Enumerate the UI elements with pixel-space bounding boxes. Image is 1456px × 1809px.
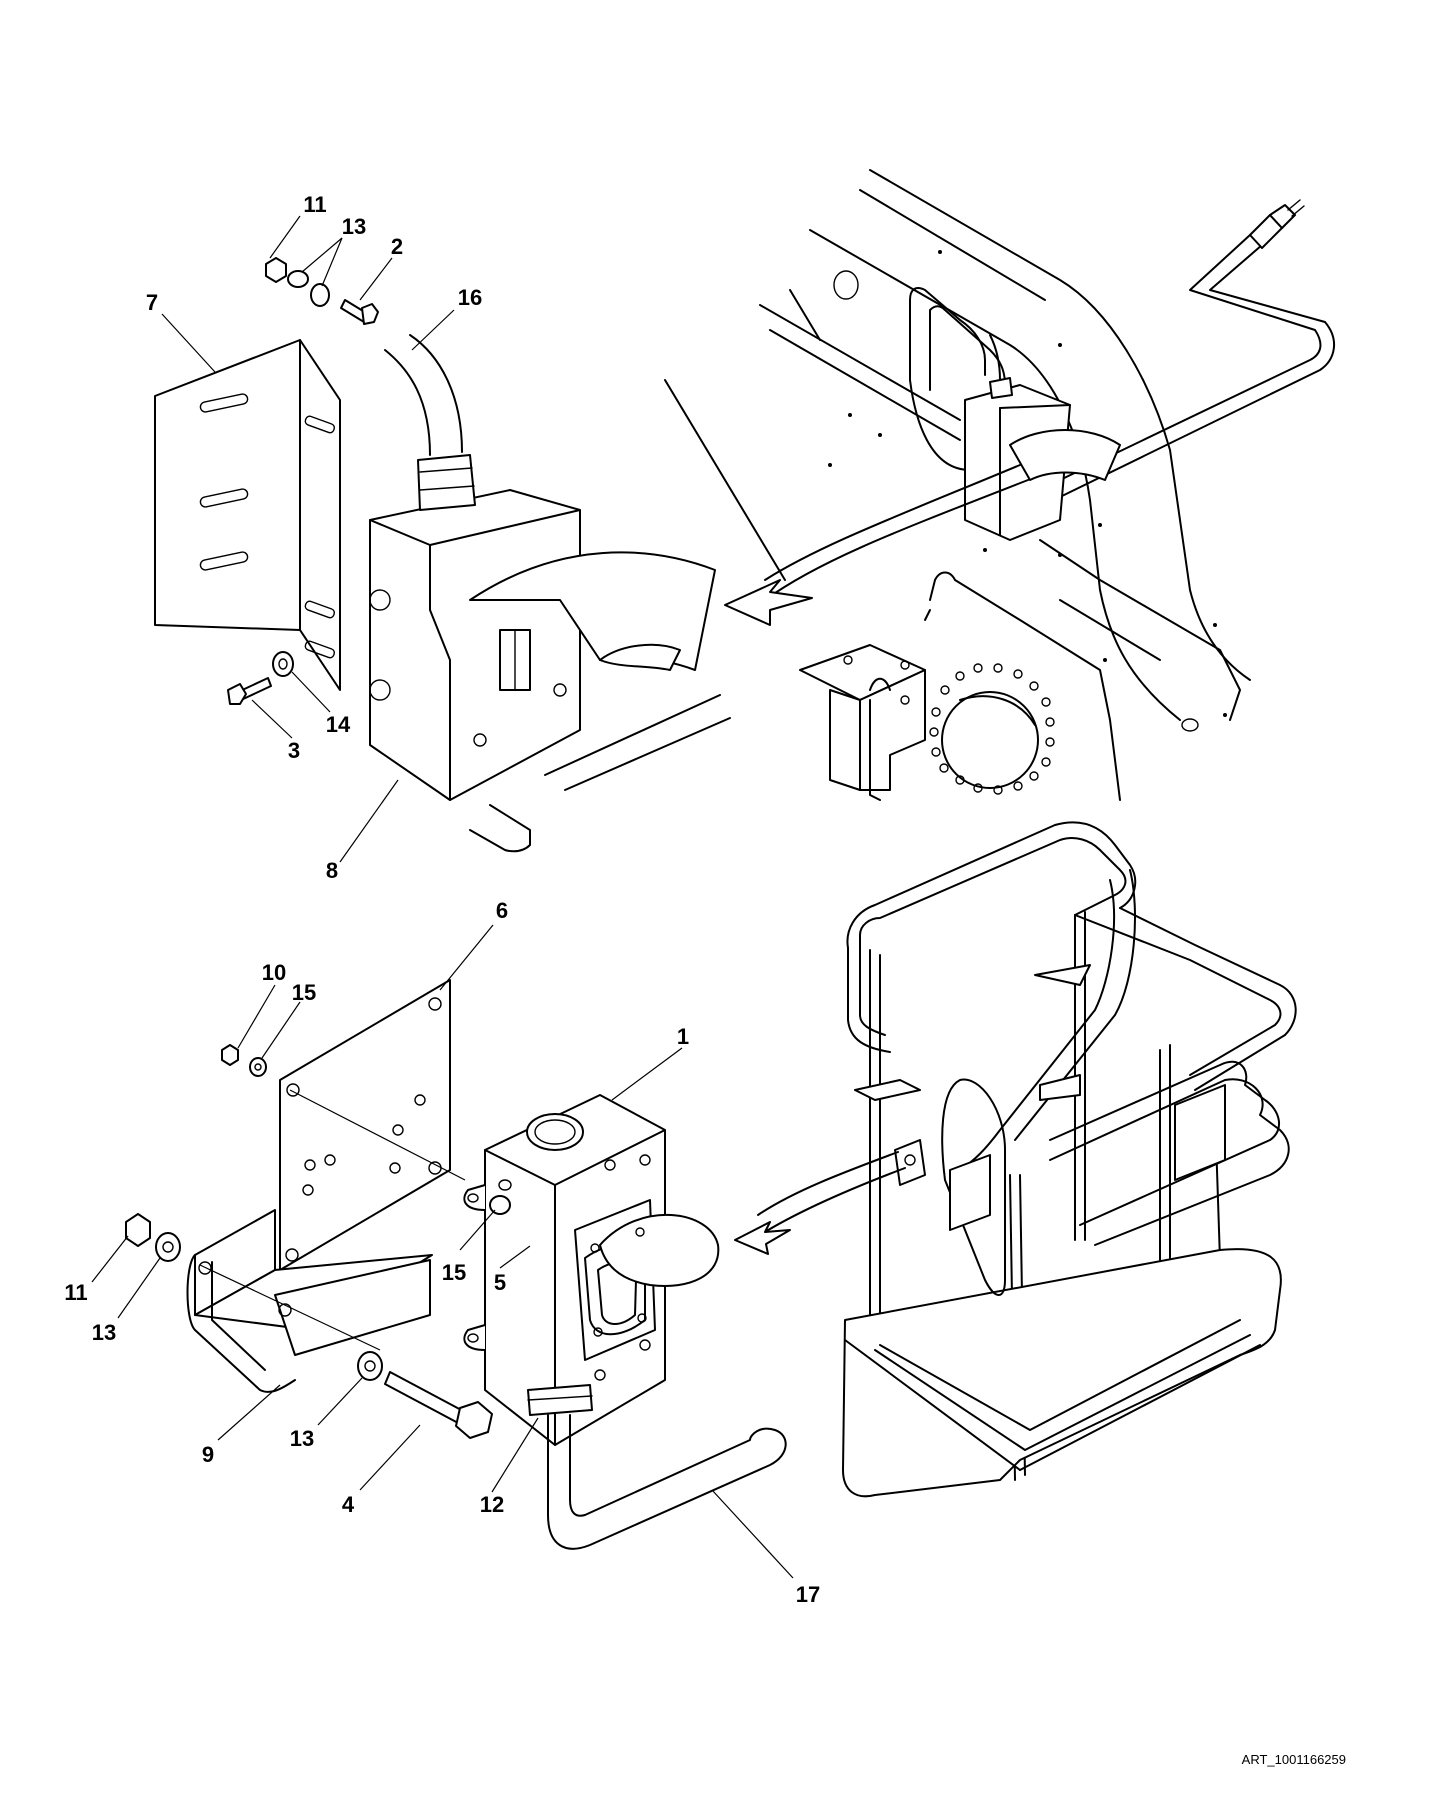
callout-13-top: 13 — [342, 214, 366, 239]
bolt-circle — [929, 663, 1055, 795]
bolt-4 — [384, 1371, 466, 1425]
platform-basket — [734, 821, 1297, 1498]
nut-11-bottom — [125, 1213, 151, 1247]
plate-6 — [279, 979, 466, 1271]
chassis-view — [664, 169, 1335, 801]
callout-6: 6 — [496, 898, 508, 923]
callout-5: 5 — [494, 1270, 506, 1295]
art-id: ART_1001166259 — [1242, 1752, 1346, 1767]
washer-14 — [272, 651, 294, 677]
callout-16: 16 — [458, 285, 482, 310]
hardware-bottom — [125, 1044, 554, 1439]
arrow-bottom — [734, 1221, 791, 1255]
disconnect-box-1 — [463, 1094, 787, 1550]
callout-11-top: 11 — [303, 192, 326, 217]
basket-socket-box — [894, 1139, 926, 1186]
nut-11-top — [265, 257, 287, 283]
tube-9 — [186, 1209, 433, 1393]
callout-2: 2 — [391, 234, 403, 259]
washer-13-top-b — [310, 283, 330, 307]
washer-13-top-a — [287, 270, 309, 288]
callout-1: 1 — [677, 1024, 689, 1049]
callout-13-left: 13 — [92, 1320, 116, 1345]
gland-12 — [527, 1384, 593, 1416]
callout-17: 17 — [796, 1582, 820, 1607]
arrow-top — [724, 579, 813, 626]
context-box-8 — [964, 384, 1071, 541]
hardware-top — [227, 257, 379, 705]
washer-15-left — [249, 1057, 267, 1077]
bracket-7 — [154, 339, 341, 691]
callout-7: 7 — [146, 290, 158, 315]
callout-12: 12 — [480, 1492, 504, 1517]
cable-gland — [417, 454, 476, 511]
washer-13-left — [155, 1232, 181, 1262]
callout-8: 8 — [326, 858, 338, 883]
callout-13-bottom: 13 — [290, 1426, 314, 1451]
callout-15-left: 15 — [292, 980, 316, 1005]
callout-9: 9 — [202, 1442, 214, 1467]
callout-14: 14 — [326, 712, 351, 737]
disconnect-box-8 — [369, 334, 731, 853]
callout-3: 3 — [288, 738, 300, 763]
callout-labels: 11 13 2 16 7 14 3 8 6 10 15 1 11 13 15 5… — [64, 192, 820, 1607]
callout-11-bottom: 11 — [64, 1280, 87, 1305]
callout-15-box: 15 — [442, 1260, 466, 1285]
cable-16 — [384, 349, 431, 456]
washer-15-box — [489, 1195, 511, 1215]
leader-lines — [91, 215, 794, 1579]
callout-10: 10 — [262, 960, 286, 985]
callout-4: 4 — [342, 1492, 355, 1517]
tube-17 — [547, 1414, 787, 1550]
nut-10 — [221, 1044, 239, 1066]
socket-cap — [599, 1213, 720, 1287]
washer-13-bottom — [357, 1351, 383, 1381]
